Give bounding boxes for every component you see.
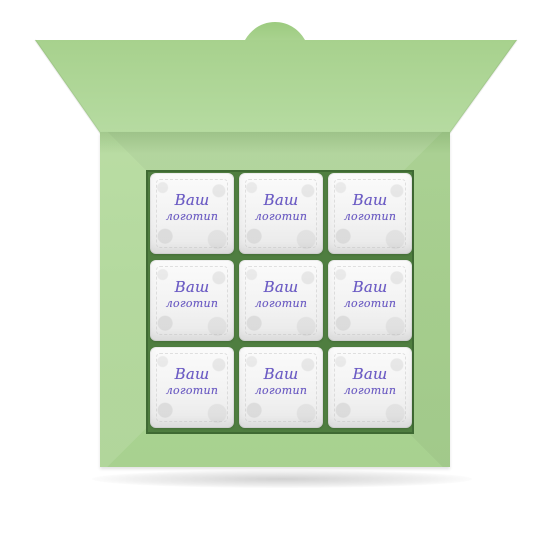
logo-text: Ваш логотип bbox=[150, 278, 234, 310]
logo-text: Ваш логотип bbox=[239, 365, 323, 397]
logo-line-1: Ваш bbox=[174, 365, 210, 383]
logo-line-1: Ваш bbox=[174, 278, 210, 296]
chocolate-cube: Ваш логотип bbox=[328, 347, 412, 428]
logo-line-2: логотип bbox=[343, 209, 397, 223]
chocolate-cube: Ваш логотип bbox=[239, 260, 323, 341]
chocolate-cube: Ваш логотип bbox=[150, 260, 234, 341]
logo-line-2: логотип bbox=[165, 209, 219, 223]
logo-text: Ваш логотип bbox=[328, 278, 412, 310]
logo-text: Ваш логотип bbox=[328, 191, 412, 223]
chocolate-cube: Ваш логотип bbox=[150, 347, 234, 428]
logo-line-2: логотип bbox=[165, 296, 219, 310]
logo-line-1: Ваш bbox=[352, 365, 388, 383]
logo-text: Ваш логотип bbox=[328, 365, 412, 397]
logo-line-1: Ваш bbox=[174, 191, 210, 209]
logo-line-2: логотип bbox=[343, 296, 397, 310]
chocolate-cube: Ваш логотип bbox=[150, 173, 234, 254]
chocolate-grid: Ваш логотип Ваш логотип Ваш логотип Ваш … bbox=[150, 173, 412, 428]
logo-line-2: логотип bbox=[343, 383, 397, 397]
logo-text: Ваш логотип bbox=[150, 365, 234, 397]
chocolate-cube: Ваш логотип bbox=[328, 173, 412, 254]
chocolate-cube: Ваш логотип bbox=[239, 173, 323, 254]
logo-line-1: Ваш bbox=[352, 278, 388, 296]
box-shadow bbox=[92, 470, 472, 488]
logo-line-1: Ваш bbox=[263, 191, 299, 209]
logo-text: Ваш логотип bbox=[239, 191, 323, 223]
logo-text: Ваш логотип bbox=[150, 191, 234, 223]
logo-text: Ваш логотип bbox=[239, 278, 323, 310]
logo-line-2: логотип bbox=[254, 383, 308, 397]
chocolate-cube: Ваш логотип bbox=[239, 347, 323, 428]
logo-line-1: Ваш bbox=[352, 191, 388, 209]
logo-line-2: логотип bbox=[254, 296, 308, 310]
chocolate-cube: Ваш логотип bbox=[328, 260, 412, 341]
logo-line-1: Ваш bbox=[263, 365, 299, 383]
logo-line-2: логотип bbox=[165, 383, 219, 397]
logo-line-2: логотип bbox=[254, 209, 308, 223]
logo-line-1: Ваш bbox=[263, 278, 299, 296]
